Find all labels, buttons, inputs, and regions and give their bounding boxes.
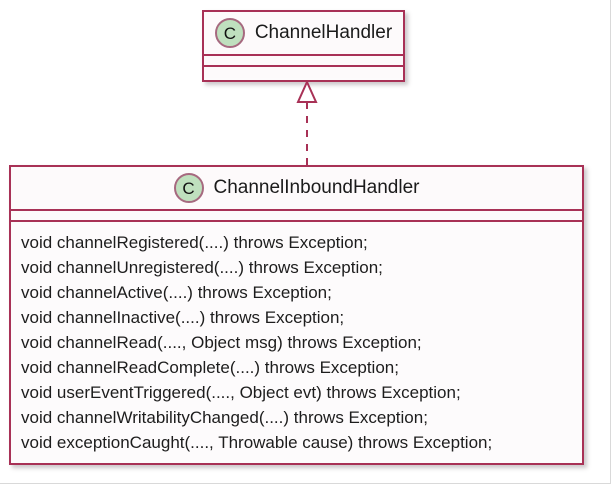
class-name-label: ChannelHandler — [254, 22, 393, 43]
class-methods-compartment: void channelRegistered(....) throws Exce… — [11, 222, 582, 455]
class-method-line: void channelInactive(....) throws Except… — [21, 308, 345, 327]
class-method-line: void userEventTriggered(...., Object evt… — [21, 383, 461, 402]
class-methods-compartment — [204, 67, 403, 78]
class-method-line: void channelActive(....) throws Exceptio… — [21, 283, 332, 302]
class-stereotype-icon: C — [214, 18, 245, 48]
class-box-channelinboundhandler[interactable]: C ChannelInboundHandler void channelRegi… — [9, 165, 584, 465]
class-attributes-compartment — [11, 211, 582, 222]
class-method-line: void exceptionCaught(...., Throwable cau… — [21, 433, 493, 452]
class-header-channelhandler: C ChannelHandler — [204, 12, 403, 56]
class-name-label: ChannelInboundHandler — [213, 177, 420, 198]
class-method-line: void channelRead(...., Object msg) throw… — [21, 333, 422, 352]
class-box-channelhandler[interactable]: C ChannelHandler — [202, 10, 405, 82]
realization-arrow-icon — [296, 80, 318, 166]
realization-connector — [296, 80, 318, 166]
class-attributes-compartment — [204, 56, 403, 67]
class-method-line: void channelWritabilityChanged(....) thr… — [21, 408, 428, 427]
class-method-line: void channelReadComplete(....) throws Ex… — [21, 358, 399, 377]
class-method-line: void channelUnregistered(....) throws Ex… — [21, 258, 383, 277]
class-header-channelinboundhandler: C ChannelInboundHandler — [11, 167, 582, 211]
class-stereotype-icon: C — [173, 173, 204, 203]
hollow-triangle-arrowhead — [296, 80, 318, 103]
class-method-line: void channelRegistered(....) throws Exce… — [21, 233, 368, 252]
